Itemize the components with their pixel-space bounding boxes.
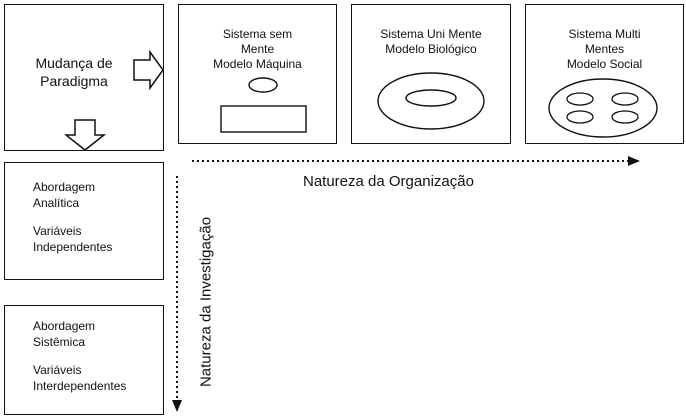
system-biological-label: Sistema Uni Mente Modelo Biológico [351, 27, 511, 57]
system-social-label: Sistema Multi Mentes Modelo Social [525, 27, 684, 72]
approach-systemic-line2: Sistêmica [33, 335, 86, 349]
approach-systemic-text: Abordagem Sistêmica Variáveis Interdepen… [33, 318, 126, 394]
approach-systemic-line3: Variáveis [33, 363, 82, 377]
down-block-arrow [63, 119, 107, 151]
approach-analytic-line3: Variáveis [33, 224, 82, 238]
machine-small-ellipse [248, 77, 278, 93]
system-box-biological [351, 4, 511, 144]
system-machine-line2: Mente [240, 42, 275, 56]
approach-box-analytic [4, 162, 164, 280]
system-social-line1: Sistema Multi [568, 27, 641, 41]
social-outer-ellipse [548, 78, 658, 138]
system-social-line2: Mentes [584, 42, 625, 56]
vertical-axis-label: Natureza da Investigação [197, 216, 215, 388]
approach-analytic-line2: Analítica [33, 196, 80, 210]
system-machine-line1: Sistema sem [222, 27, 293, 41]
social-mind-2 [611, 92, 639, 106]
system-box-machine [178, 4, 337, 144]
biological-inner-ellipse [405, 89, 457, 107]
system-social-line3: Modelo Social [566, 57, 643, 71]
approach-systemic-line4: Interdependentes [33, 379, 127, 393]
social-mind-3 [566, 110, 594, 124]
approach-systemic-line1: Abordagem [33, 319, 96, 333]
paradigm-label-line1: Mudança de [35, 55, 113, 71]
horizontal-axis-label: Natureza da Organização [303, 173, 474, 190]
vertical-arrowhead [172, 400, 182, 412]
biological-outer-ellipse [377, 72, 485, 130]
system-machine-line3: Modelo Máquina [213, 57, 302, 71]
approach-box-systemic [4, 305, 164, 415]
right-block-arrow [133, 49, 164, 91]
system-machine-label: Sistema sem Mente Modelo Máquina [178, 27, 337, 72]
machine-rectangle [220, 105, 307, 133]
social-mind-1 [566, 92, 594, 106]
approach-analytic-text: Abordagem Analítica Variáveis Independen… [33, 179, 112, 255]
system-biological-line1: Sistema Uni Mente [380, 27, 482, 41]
approach-analytic-line1: Abordagem [33, 180, 96, 194]
system-box-social [525, 4, 684, 144]
system-biological-line2: Modelo Biológico [385, 42, 477, 56]
approach-analytic-line4: Independentes [33, 240, 113, 254]
social-mind-4 [611, 110, 639, 124]
paradigm-label-line2: Paradigma [40, 73, 108, 89]
paradigm-label: Mudança de Paradigma [14, 54, 134, 90]
horizontal-arrowhead [628, 156, 640, 166]
